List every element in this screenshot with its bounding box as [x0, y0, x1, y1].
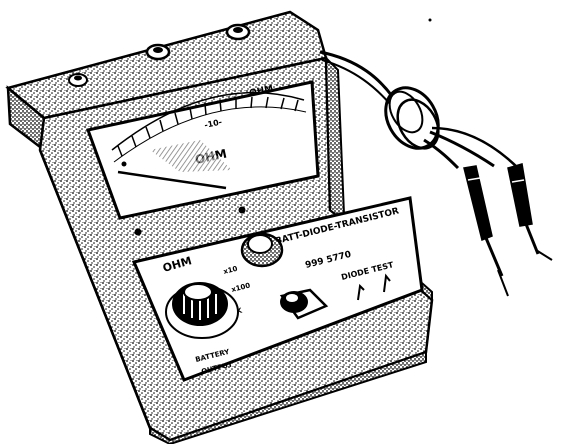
meter-upper-label: OHM	[249, 84, 275, 99]
meter-window: OHM -10- OHM	[86, 80, 320, 220]
terminal-posts	[68, 23, 251, 87]
range-label-1: x10	[223, 265, 239, 276]
meter-needle	[117, 170, 227, 190]
screws	[121, 161, 246, 236]
battery-test-button[interactable]	[240, 232, 284, 268]
range-selector-knob[interactable]	[165, 282, 239, 339]
probe-right	[507, 163, 533, 227]
meter-mid-label: -10-	[204, 117, 223, 130]
stray-dot	[428, 18, 432, 22]
scale-ticks	[117, 96, 299, 157]
mode-switch[interactable]	[279, 288, 329, 320]
diode-indicators	[357, 273, 391, 301]
test-leads	[319, 50, 553, 297]
probe-left	[463, 165, 493, 242]
